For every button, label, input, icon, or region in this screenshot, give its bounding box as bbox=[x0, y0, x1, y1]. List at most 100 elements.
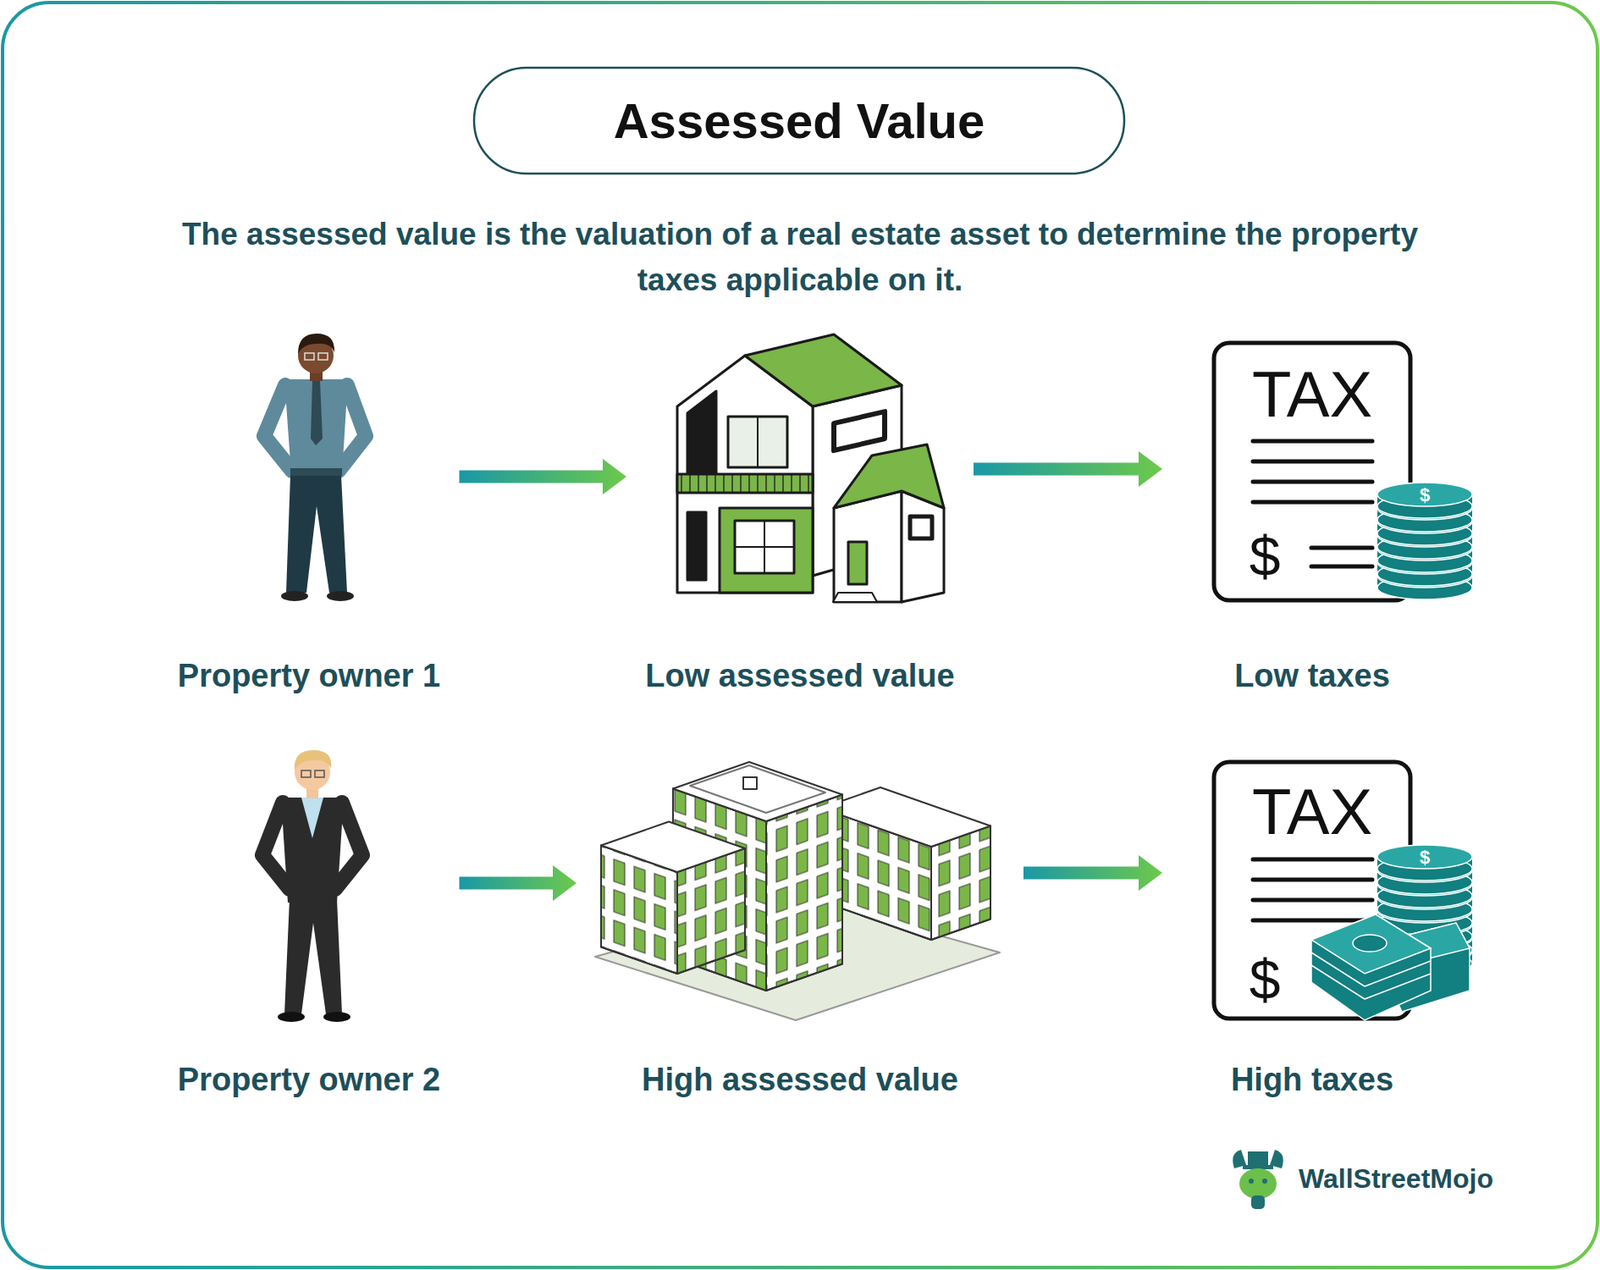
cash-bundle bbox=[1311, 914, 1470, 1021]
person-figure bbox=[314, 770, 325, 778]
house-illustration bbox=[719, 507, 813, 593]
logo-icon bbox=[1262, 1178, 1268, 1184]
building-illustration bbox=[766, 794, 843, 992]
tax-document bbox=[1252, 877, 1373, 883]
house-illustration bbox=[833, 444, 944, 508]
tax-document bbox=[1213, 761, 1473, 1021]
coin-stack bbox=[1377, 482, 1473, 600]
logo-icon bbox=[1251, 1195, 1265, 1209]
flow-arrow bbox=[459, 865, 578, 901]
item-label: Low assessed value bbox=[645, 656, 955, 696]
house-illustration bbox=[833, 411, 885, 451]
item-label: Low taxes bbox=[1234, 656, 1391, 696]
watermark: WallStreetMojo bbox=[1298, 1163, 1494, 1195]
person-figure bbox=[284, 899, 343, 1015]
item-label: Property owner 1 bbox=[177, 656, 441, 696]
person-figure bbox=[304, 353, 315, 360]
cash-bundle bbox=[1364, 960, 1431, 987]
dollar-sign: $ bbox=[1249, 524, 1281, 589]
house-illustration bbox=[677, 474, 813, 493]
illustrated-item: Low taxes bbox=[1170, 334, 1454, 699]
building-illustration bbox=[766, 794, 843, 992]
coin-symbol: $ bbox=[1419, 846, 1430, 868]
illustrated-item: High taxes bbox=[1170, 744, 1454, 1103]
flow-arrow bbox=[459, 458, 628, 495]
building-illustration bbox=[673, 761, 843, 822]
tax-heading: TAX bbox=[1252, 774, 1373, 849]
tax-document bbox=[1252, 480, 1373, 485]
tax-document bbox=[1252, 898, 1373, 903]
tax-document bbox=[1213, 342, 1473, 601]
cash-bundle bbox=[1364, 973, 1431, 999]
illustrated-item: Low assessed value bbox=[634, 334, 966, 699]
house-illustration bbox=[728, 416, 788, 468]
illustrated-item: High assessed value bbox=[584, 744, 1016, 1103]
tax-document bbox=[1252, 459, 1373, 464]
person-figure bbox=[277, 1011, 305, 1022]
tax-document bbox=[1252, 500, 1373, 505]
description: The assessed value is the valuation of a… bbox=[165, 211, 1435, 304]
person-figure bbox=[290, 468, 343, 476]
cash-bundle bbox=[1311, 965, 1365, 999]
title: Assessed Value bbox=[613, 92, 986, 149]
person-figure bbox=[262, 750, 363, 1022]
person-figure bbox=[301, 770, 311, 778]
building-illustration bbox=[595, 761, 1000, 1021]
person-figure bbox=[264, 333, 366, 602]
building-illustration bbox=[601, 822, 745, 873]
tax-document bbox=[1252, 859, 1373, 921]
item-label: High taxes bbox=[1230, 1059, 1394, 1099]
house-illustration bbox=[756, 416, 759, 468]
tax-document bbox=[1252, 439, 1373, 444]
house-illustration bbox=[833, 592, 878, 602]
tax-document bbox=[1311, 564, 1373, 569]
cash-bundle bbox=[1311, 952, 1365, 987]
house-illustration bbox=[734, 546, 795, 548]
illustrated-item: Property owner 2 bbox=[167, 744, 452, 1103]
logo-icon bbox=[1232, 1149, 1284, 1209]
cash-bundle bbox=[1311, 914, 1431, 1021]
building-illustration bbox=[821, 787, 991, 847]
logo-icon bbox=[1247, 1151, 1269, 1167]
building-illustration bbox=[673, 788, 767, 992]
logo-icon bbox=[1248, 1178, 1254, 1184]
house-illustration bbox=[734, 520, 795, 574]
flow-arrow bbox=[1023, 855, 1163, 891]
coin-symbol: $ bbox=[1419, 484, 1430, 506]
tax-document bbox=[1311, 546, 1373, 551]
item-label: Property owner 2 bbox=[177, 1059, 441, 1099]
title-pill bbox=[474, 67, 1125, 174]
house-illustration bbox=[901, 491, 944, 602]
house-illustration bbox=[744, 334, 902, 407]
cash-bundle bbox=[1352, 934, 1387, 952]
person-figure bbox=[326, 590, 354, 602]
building-illustration bbox=[673, 788, 767, 992]
flow-arrow bbox=[973, 451, 1163, 487]
person-figure bbox=[301, 797, 324, 839]
logo-icon bbox=[1239, 1168, 1277, 1199]
person-figure bbox=[281, 797, 344, 903]
person-figure bbox=[323, 1011, 351, 1022]
building-illustration bbox=[743, 777, 757, 789]
house-illustration bbox=[687, 391, 717, 475]
house-illustration bbox=[687, 512, 707, 580]
person-figure bbox=[286, 475, 348, 593]
house-illustration bbox=[910, 516, 933, 539]
tax-heading: TAX bbox=[1252, 357, 1373, 431]
item-label: High assessed value bbox=[641, 1059, 959, 1099]
house-illustration bbox=[833, 491, 902, 602]
coin-stack bbox=[1377, 482, 1473, 519]
house-illustration bbox=[677, 334, 944, 602]
title-box: Assessed Value bbox=[474, 67, 1125, 174]
cash-bundle bbox=[1311, 914, 1431, 974]
person-figure bbox=[294, 750, 332, 771]
person-figure bbox=[310, 380, 323, 446]
building-illustration bbox=[689, 765, 826, 813]
illustrated-item: Property owner 1 bbox=[167, 334, 452, 699]
person-figure bbox=[281, 590, 309, 602]
person-figure bbox=[284, 379, 348, 475]
person-figure bbox=[318, 353, 328, 360]
